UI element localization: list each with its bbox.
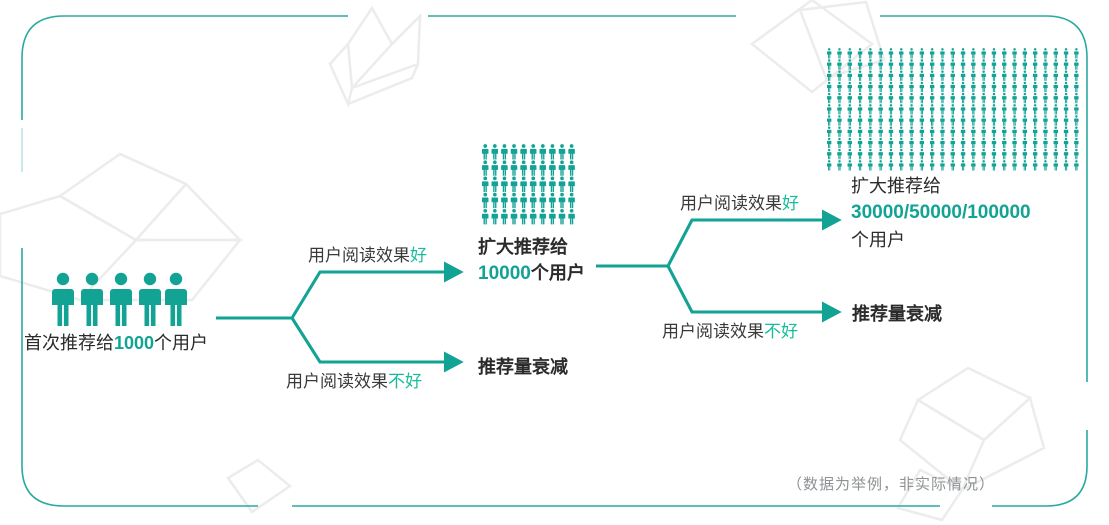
branch-1-good-text: 用户阅读效果 (308, 246, 410, 265)
branch-2-good-highlight: 好 (782, 194, 799, 213)
line-branch-2-good (666, 209, 842, 267)
person-icon-grid (482, 144, 575, 225)
stage3-line3: 个用户 (851, 229, 905, 250)
person-icon-group (52, 272, 187, 326)
branch-label-1-bad: 用户阅读效果不好 (286, 367, 422, 392)
node-label-stage2: 扩大推荐给 10000个用户 (478, 234, 585, 288)
branch-1-bad-text: 用户阅读效果 (286, 372, 388, 391)
branch-1-bad-highlight: 不好 (388, 372, 422, 391)
stage2-suffix: 个用户 (530, 263, 585, 284)
person-icon-grid (827, 48, 1079, 171)
stage2-line1: 扩大推荐给 (478, 237, 568, 257)
start-label-prefix: 首次推荐给 (24, 333, 114, 353)
start-label-suffix: 个用户 (154, 333, 209, 353)
stage2-line2: 10000个用户 (478, 260, 585, 288)
stage3-line1: 扩大推荐给 (851, 176, 941, 196)
branch-2-bad-highlight: 不好 (764, 322, 798, 341)
footnote: （数据为举例，非实际情况） (787, 476, 996, 493)
branch-2-bad-text: 用户阅读效果 (662, 322, 764, 341)
branch-label-2-good: 用户阅读效果好 (680, 189, 799, 214)
start-label-number: 1000 (114, 333, 155, 353)
line-branch-1-bad (290, 317, 464, 373)
node-label-stage3: 扩大推荐给 30000/50000/100000 个用户 (851, 173, 1031, 253)
branch-1-good-highlight: 好 (410, 246, 427, 265)
line-branch-2-bad (666, 265, 842, 323)
stage2-number: 10000 (478, 263, 531, 285)
branch-label-1-good: 用户阅读效果好 (308, 241, 427, 266)
branch-2-good-text: 用户阅读效果 (680, 194, 782, 213)
people-cluster-start (52, 272, 187, 328)
node-label-decay-1: 推荐量衰减 (478, 357, 568, 377)
node-label-decay-2: 推荐量衰减 (852, 304, 942, 324)
branch-label-2-bad: 用户阅读效果不好 (662, 317, 798, 342)
people-cluster-stage2 (482, 144, 578, 226)
line-branch-1-good (290, 261, 464, 319)
node-label-start: 首次推荐给1000个用户 (24, 330, 208, 356)
stage3-number: 30000/50000/100000 (851, 202, 1031, 224)
people-cluster-stage3 (827, 48, 1083, 172)
